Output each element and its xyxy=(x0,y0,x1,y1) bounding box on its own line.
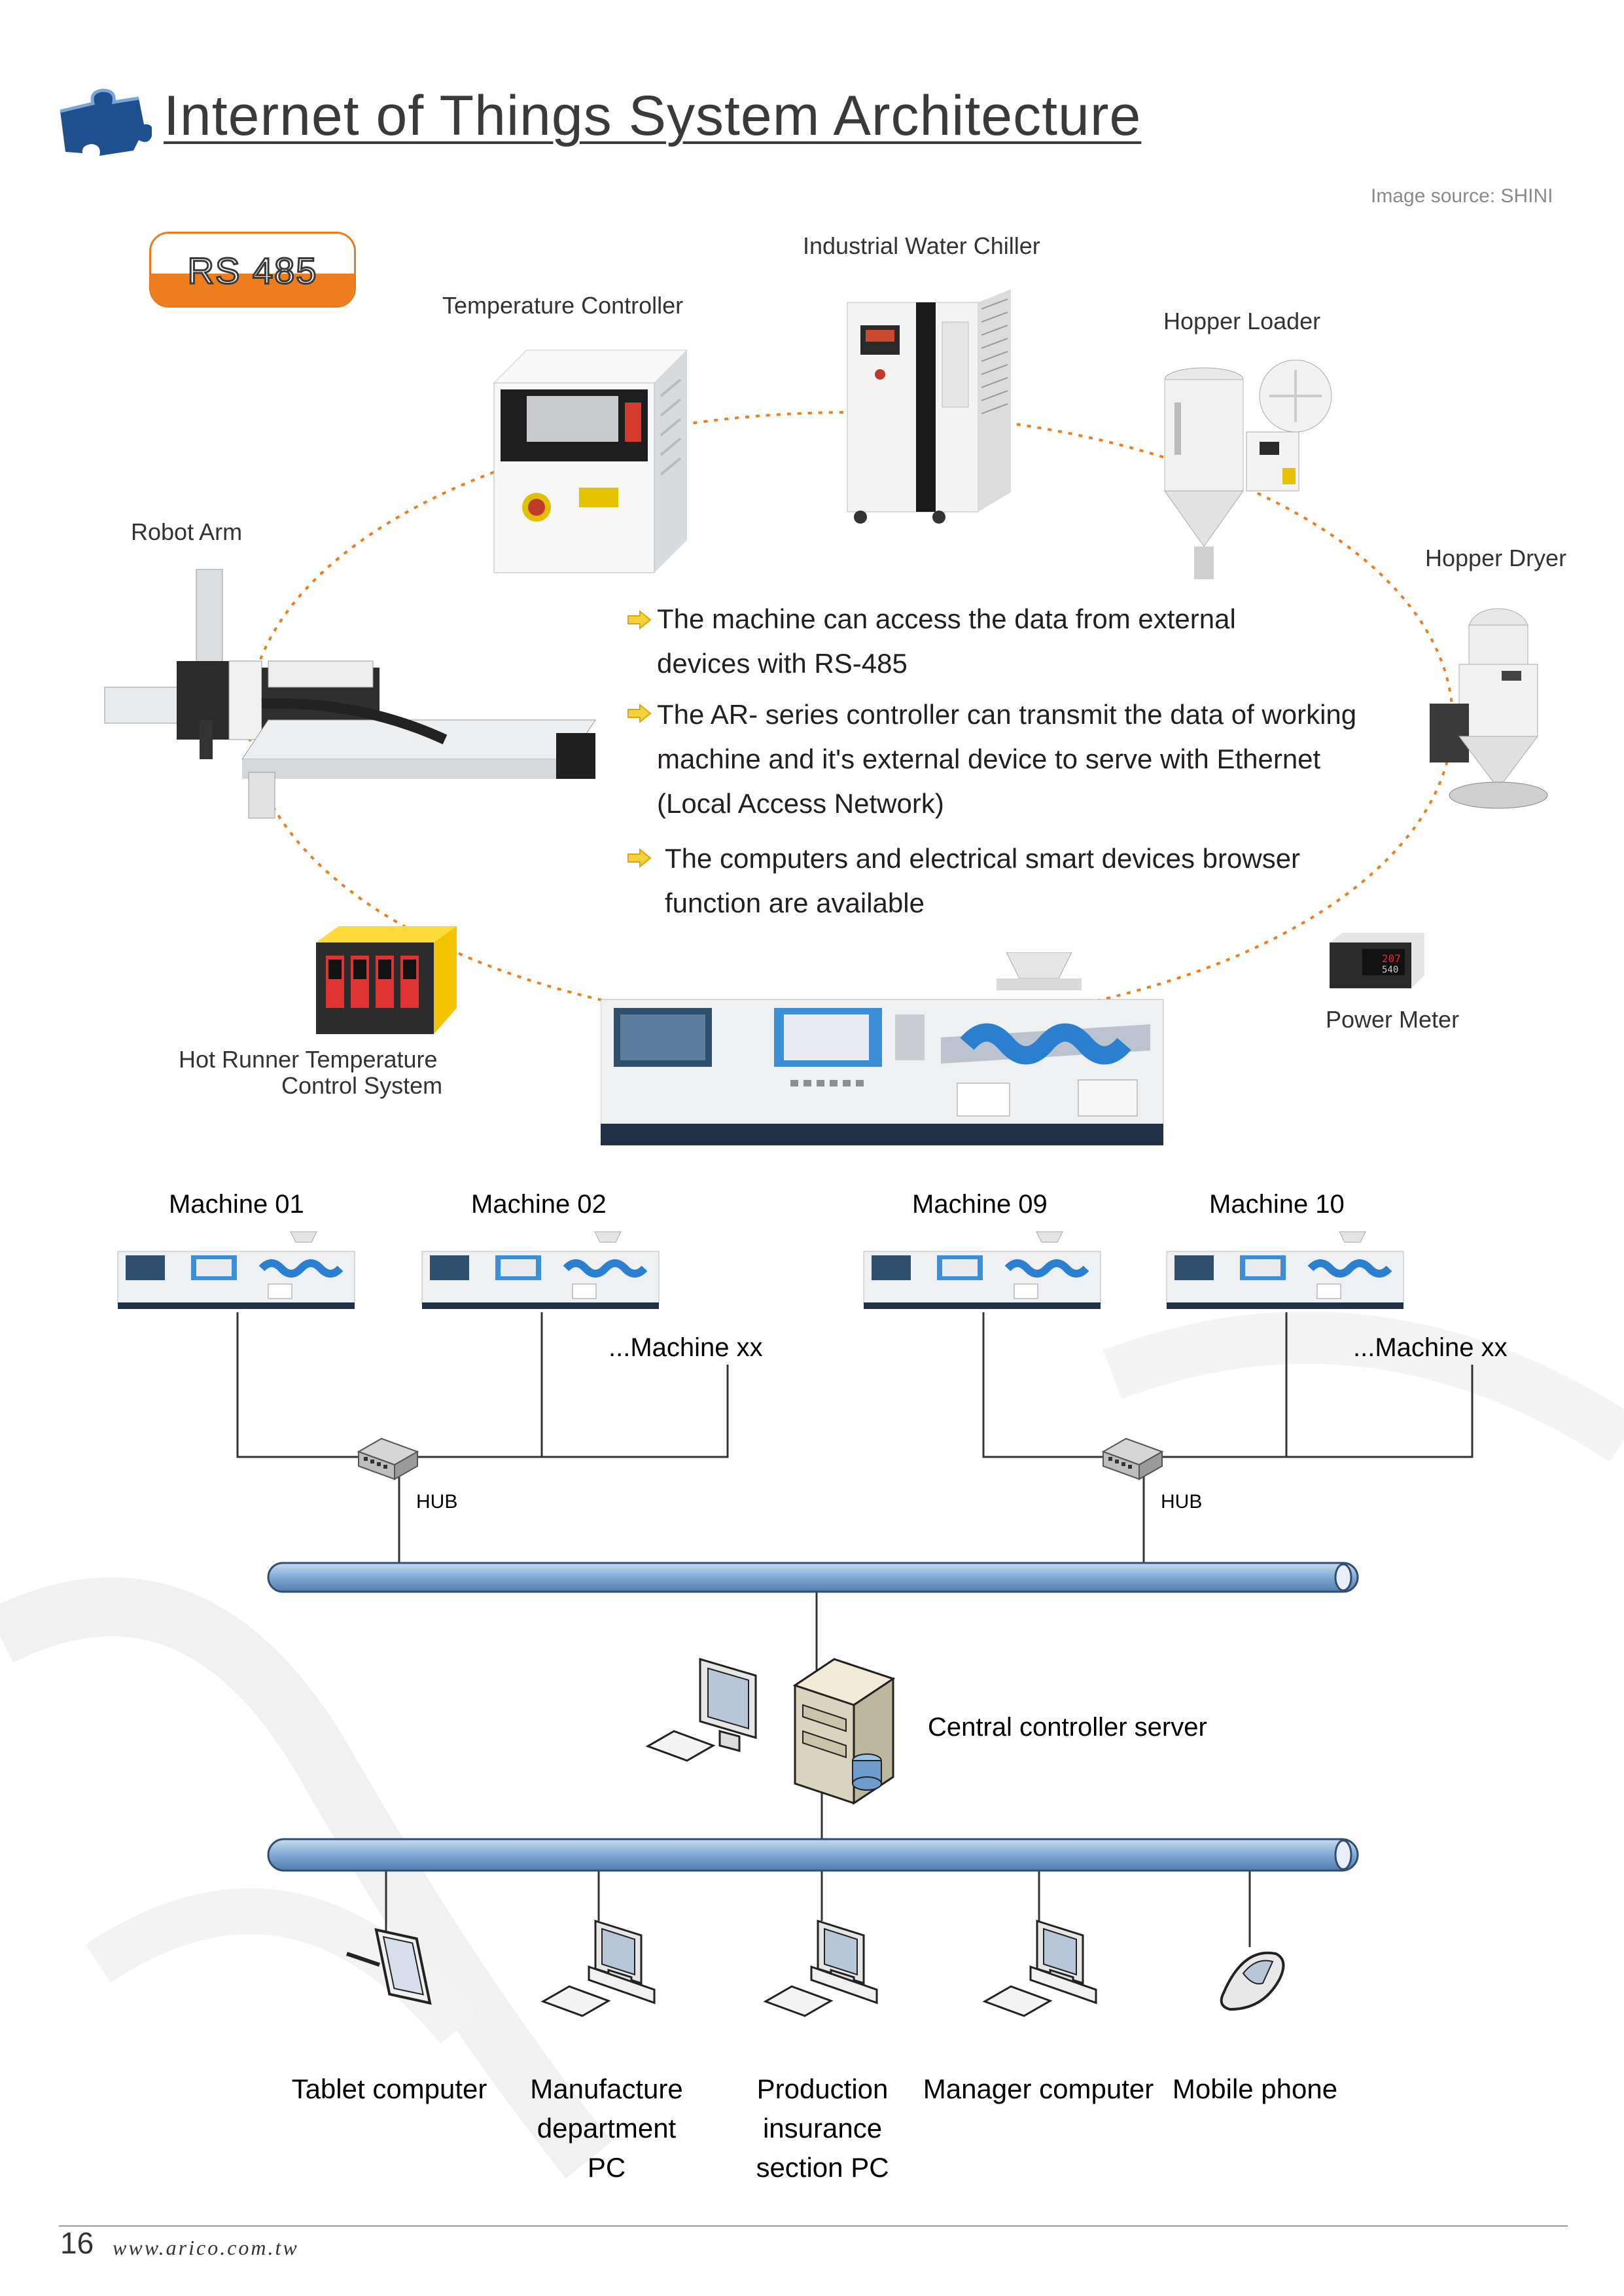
injection-machine-icon xyxy=(601,952,1164,1145)
hopper-loader-image xyxy=(1164,359,1332,579)
ethernet-bus-upper xyxy=(267,1562,1359,1593)
client-mobile-phone-label: Mobile phone xyxy=(1172,2073,1338,2104)
temperature-controller-image xyxy=(493,350,688,573)
svg-text:540: 540 xyxy=(1382,965,1398,975)
power-meter-label: Power Meter xyxy=(1326,1006,1460,1033)
bullet-2-line2: machine and it's external device to serv… xyxy=(657,744,1321,774)
monitor-icon xyxy=(764,1920,878,2017)
footer-rule xyxy=(59,2225,1568,2227)
hub-icon xyxy=(1103,1438,1163,1480)
bullet-1-line1: The machine can access the data from ext… xyxy=(657,603,1236,634)
bullet-3-line2: function are available xyxy=(665,888,925,918)
client-manager-computer-label: Manager computer xyxy=(923,2073,1154,2104)
water-chiller-label: Industrial Water Chiller xyxy=(803,232,1040,259)
hopper-dryer-label: Hopper Dryer xyxy=(1425,545,1567,571)
robot-arm-label: Robot Arm xyxy=(131,518,243,545)
puzzle-icon xyxy=(60,88,152,156)
client-manufacture-pc-label: Manufacture department PC xyxy=(530,2073,683,2183)
mobile-phone-icon xyxy=(1220,1951,1285,2011)
website-url: www.arico.com.tw xyxy=(113,2236,299,2259)
svg-text:207: 207 xyxy=(1382,952,1401,965)
machine-xx-left-label: ...Machine xx xyxy=(609,1333,763,1362)
power-meter-image: 207 540 xyxy=(1330,933,1424,988)
hot-runner-image xyxy=(316,926,457,1034)
temperature-controller-label: Temperature Controller xyxy=(442,292,684,319)
hopper-dryer-image xyxy=(1430,608,1548,809)
monitor-icon xyxy=(542,1920,656,2017)
machine-01-label: Machine 01 xyxy=(169,1190,304,1219)
hot-runner-label-line1: Hot Runner Temperature xyxy=(179,1046,438,1073)
page-number: 16 xyxy=(60,2226,94,2260)
monitor-icon xyxy=(645,1657,757,1762)
central-server-label: Central controller server xyxy=(928,1713,1207,1742)
rs485-badge-label: RS 485 xyxy=(186,249,318,293)
machine-09-label: Machine 09 xyxy=(912,1190,1048,1219)
bullet-2-line3: (Local Access Network) xyxy=(657,788,944,819)
machine-01-icon xyxy=(118,1232,355,1309)
tablet-icon xyxy=(346,1928,432,2005)
machine-10-label: Machine 10 xyxy=(1209,1190,1345,1219)
machine-10-icon xyxy=(1167,1232,1403,1309)
machine-xx-right-label: ...Machine xx xyxy=(1353,1333,1508,1362)
hub-icon xyxy=(358,1438,418,1480)
image-source-note: Image source: SHINI xyxy=(1371,185,1553,207)
client-tablet-label: Tablet computer xyxy=(291,2073,487,2104)
hub-right-label: HUB xyxy=(1161,1491,1203,1513)
hot-runner-label-line2: Control System xyxy=(281,1072,443,1099)
bullet-3-line1: The computers and electrical smart devic… xyxy=(665,843,1301,874)
hub-left-label: HUB xyxy=(416,1491,458,1513)
ethernet-bus-lower xyxy=(267,1838,1359,1872)
server-icon xyxy=(792,1658,896,1805)
hopper-loader-label: Hopper Loader xyxy=(1163,308,1321,334)
machine-02-icon xyxy=(422,1232,659,1309)
client-production-pc-label: Production insurance section PC xyxy=(756,2073,889,2183)
rs485-badge: RS 485 xyxy=(149,232,356,308)
machine-02-label: Machine 02 xyxy=(471,1190,607,1219)
robot-arm-image xyxy=(104,569,596,819)
page-title: Internet of Things System Architecture xyxy=(164,84,1142,147)
arrow-right-icon xyxy=(627,610,652,630)
arrow-right-icon xyxy=(627,848,652,868)
arrow-right-icon xyxy=(627,704,652,723)
water-chiller-image xyxy=(847,289,1011,524)
monitor-icon xyxy=(983,1920,1097,2017)
bullet-1-line2: devices with RS-485 xyxy=(657,648,908,679)
bullet-2-line1: The AR- series controller can transmit t… xyxy=(657,699,1357,730)
machine-09-icon xyxy=(864,1232,1101,1309)
